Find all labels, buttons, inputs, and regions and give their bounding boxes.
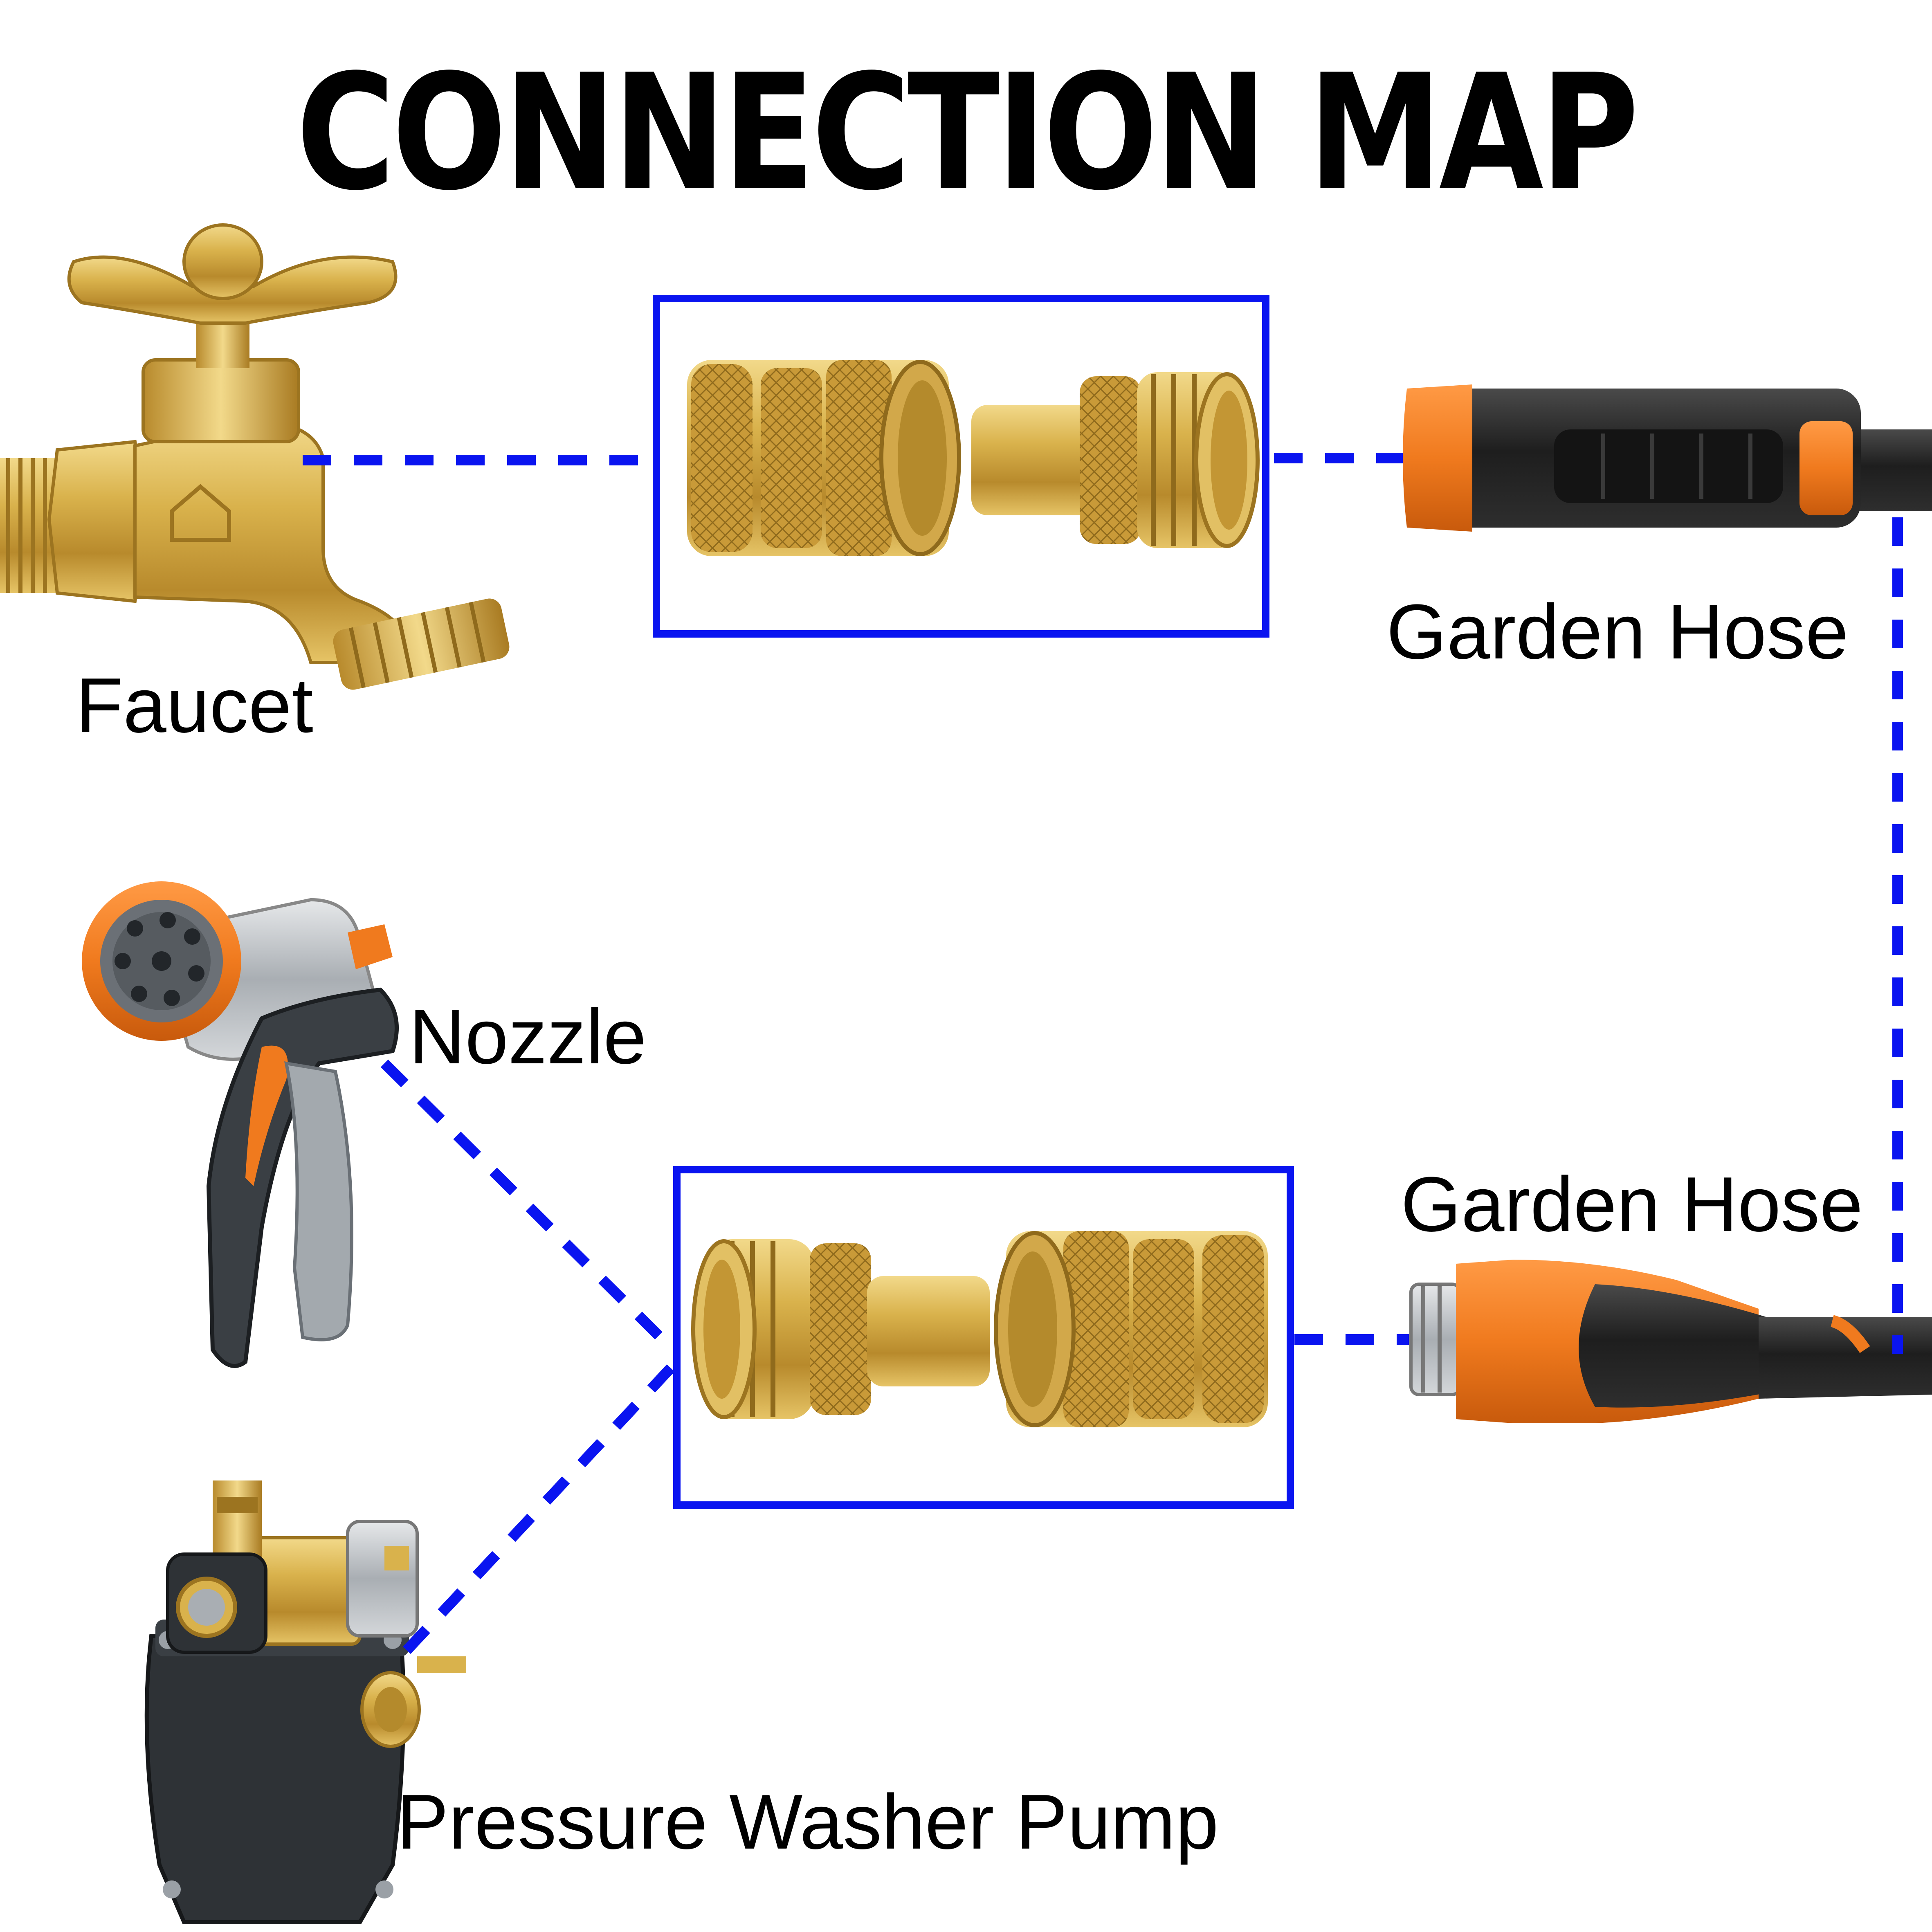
- coupler-box-bottom: [673, 1166, 1294, 1509]
- line-nozzle-to-coupler-bottom: [380, 1059, 675, 1352]
- page-title: CONNECTION MAP: [296, 40, 1639, 226]
- label-faucet: Faucet: [76, 662, 313, 749]
- quick-connect-female-bottom: [994, 1231, 1268, 1427]
- quick-connect-male-top: [971, 372, 1260, 548]
- coupler-box-top: [653, 295, 1269, 638]
- connector-lines: [303, 453, 1903, 1656]
- label-pressure-washer-pump: Pressure Washer Pump: [397, 1779, 1219, 1865]
- garden-hose-bottom-image: [1409, 1260, 1932, 1423]
- label-garden-hose-top: Garden Hose: [1386, 589, 1849, 675]
- nozzle-image: [82, 881, 399, 1368]
- quick-connect-male-bottom: [691, 1239, 990, 1419]
- faucet-image: [0, 223, 510, 690]
- line-coupler-bottom-to-pump: [401, 1364, 675, 1656]
- label-nozzle: Nozzle: [409, 993, 647, 1080]
- pressure-washer-pump-image: [144, 1480, 466, 1924]
- garden-hose-top-image: [1403, 384, 1932, 532]
- quick-connect-female-top: [687, 360, 961, 556]
- label-garden-hose-bottom: Garden Hose: [1401, 1161, 1863, 1248]
